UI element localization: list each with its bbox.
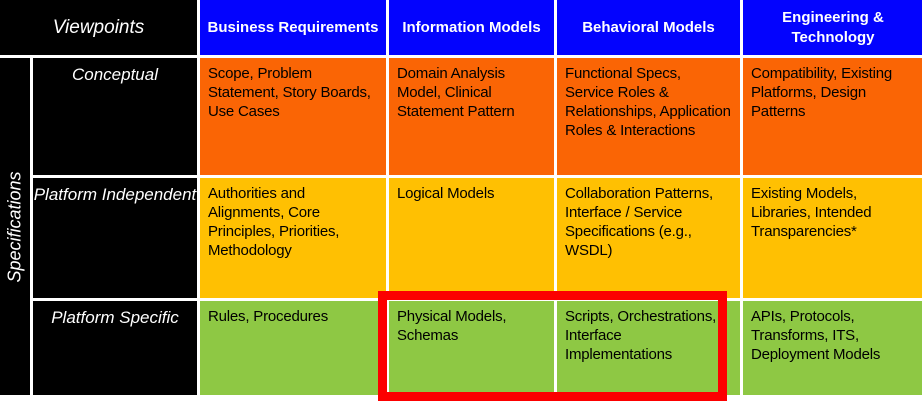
side-header-label: Specifications (4, 170, 25, 283)
column-header-information-models: Information Models (389, 0, 554, 55)
row-label-text: Platform Specific (51, 308, 179, 327)
column-header-engineering-technology: Engineering & Technology (743, 0, 922, 55)
cell-platform-independent-information-models: Logical Models (389, 178, 554, 298)
cell-platform-specific-behavioral-models: Scripts, Orchestrations, Interface Imple… (557, 301, 740, 395)
side-header-specifications: Specifications (0, 58, 30, 395)
cell-platform-independent-behavioral-models: Collaboration Patterns, Interface / Serv… (557, 178, 740, 298)
corner-header-label: Viewpoints (52, 16, 145, 38)
row-label-conceptual: Conceptual (33, 58, 197, 175)
cell-conceptual-business-requirements: Scope, Problem Statement, Story Boards, … (200, 58, 386, 175)
column-header-behavioral-models: Behavioral Models (557, 0, 740, 55)
row-label-text: Conceptual (71, 65, 158, 84)
cell-conceptual-information-models: Domain Analysis Model, Clinical Statemen… (389, 58, 554, 175)
column-header-label: Behavioral Models (582, 18, 715, 36)
cell-platform-specific-information-models: Physical Models, Schemas (389, 301, 554, 395)
cell-platform-independent-business-requirements: Authorities and Alignments, Core Princip… (200, 178, 386, 298)
column-header-label: Information Models (402, 18, 541, 36)
corner-header-viewpoints: Viewpoints (0, 0, 197, 55)
cell-platform-specific-engineering-technology: APIs, Protocols, Transforms, ITS, Deploy… (743, 301, 922, 395)
row-label-text: Platform Independent (33, 185, 197, 204)
row-label-platform-specific: Platform Specific (33, 301, 197, 395)
cell-platform-independent-engineering-technology: Existing Models, Libraries, Intended Tra… (743, 178, 922, 298)
column-header-label: Business Requirements (207, 18, 379, 36)
cell-conceptual-engineering-technology: Compatibility, Existing Platforms, Desig… (743, 58, 922, 175)
row-label-platform-independent: Platform Independent (33, 178, 197, 298)
column-header-business-requirements: Business Requirements (200, 0, 386, 55)
column-header-label: Engineering & Technology (782, 9, 884, 46)
cell-platform-specific-business-requirements: Rules, Procedures (200, 301, 386, 395)
cell-conceptual-behavioral-models: Functional Specs, Service Roles & Relati… (557, 58, 740, 175)
